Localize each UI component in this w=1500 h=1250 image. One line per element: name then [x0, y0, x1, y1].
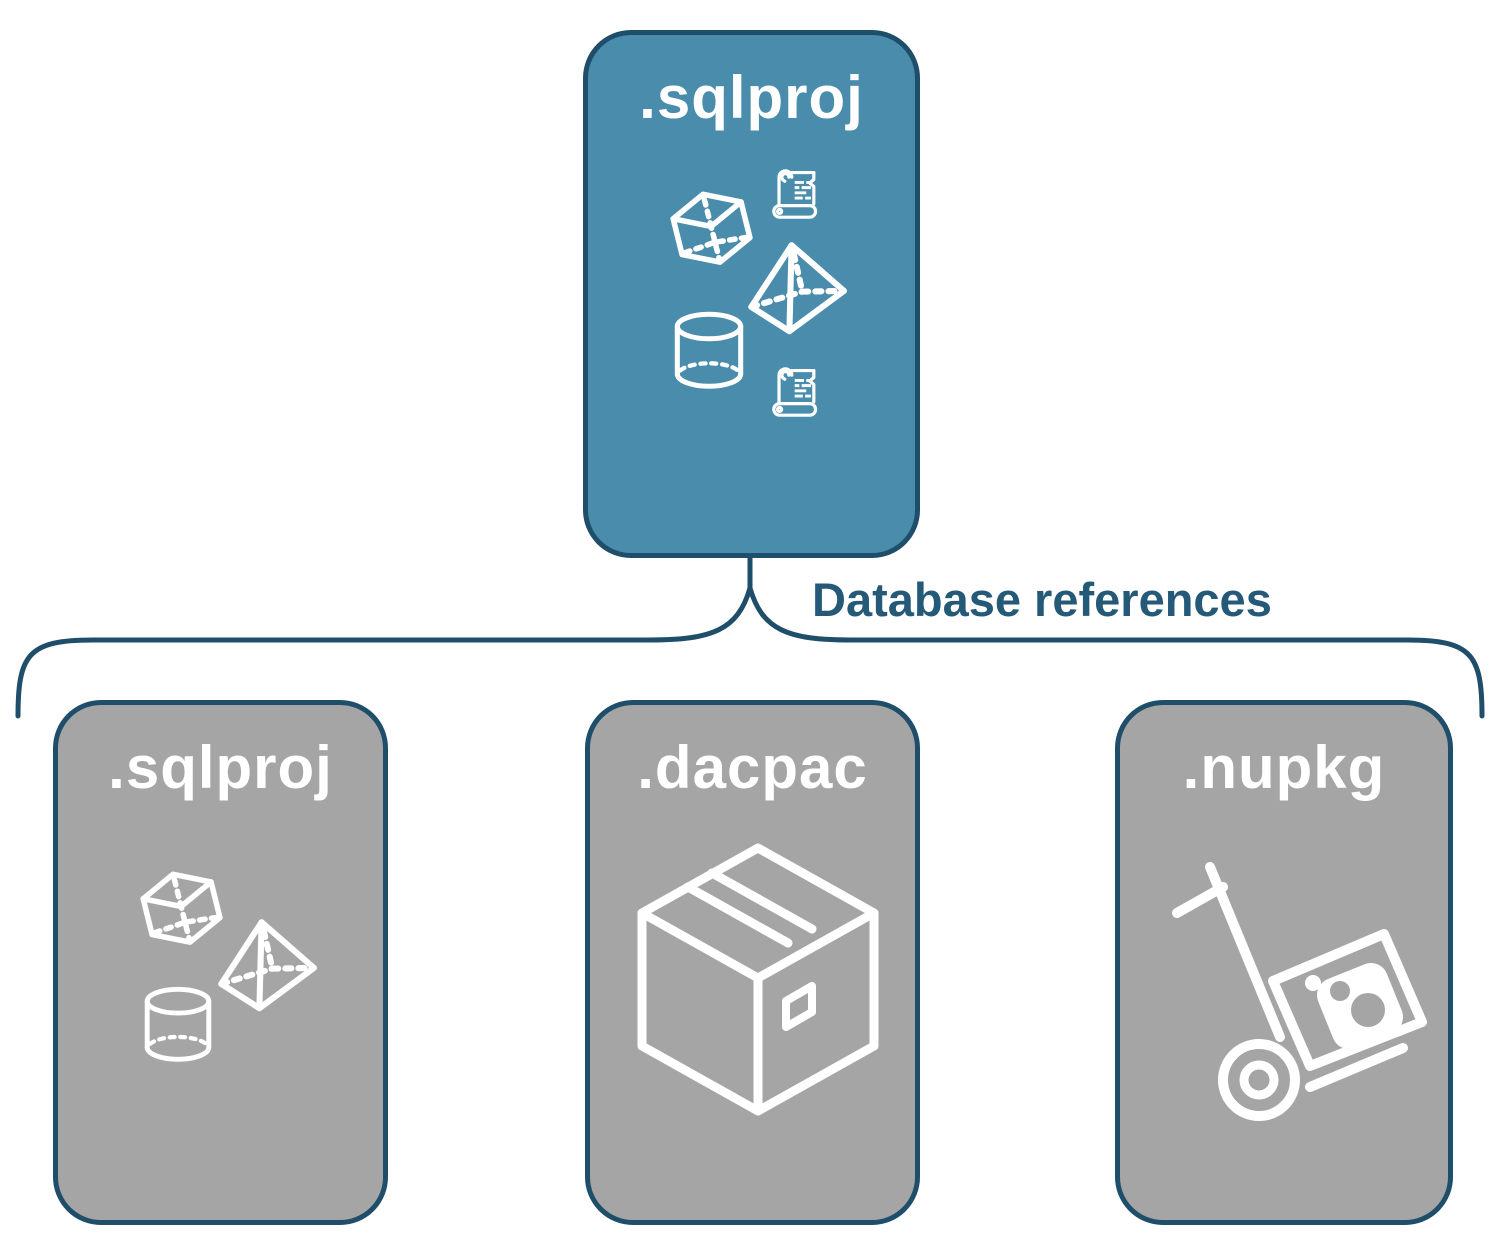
database-cylinder-icon — [674, 311, 744, 389]
cube-icon — [140, 871, 223, 945]
node-child-title: .sqlproj — [108, 734, 333, 801]
package-box-icon — [637, 843, 879, 1116]
connector-label: Database references — [812, 573, 1272, 626]
node-child-nupkg: .nupkg — [1115, 700, 1453, 1225]
nuget-hand-truck-icon — [1172, 862, 1427, 1121]
pyramid-icon — [748, 242, 847, 335]
node-child-title: .nupkg — [1182, 734, 1386, 801]
cube-icon — [670, 191, 753, 265]
node-root-sqlproj: .sqlproj — [583, 30, 920, 558]
pyramid-icon — [218, 919, 317, 1012]
node-child-sqlproj: .sqlproj — [53, 700, 388, 1225]
node-child-title: .dacpac — [637, 734, 868, 801]
database-cylinder-icon — [144, 986, 212, 1062]
script-scroll-icon — [772, 367, 818, 417]
node-root-title: .sqlproj — [639, 64, 864, 131]
script-scroll-icon — [772, 169, 818, 219]
node-child-dacpac: .dacpac — [585, 700, 920, 1225]
